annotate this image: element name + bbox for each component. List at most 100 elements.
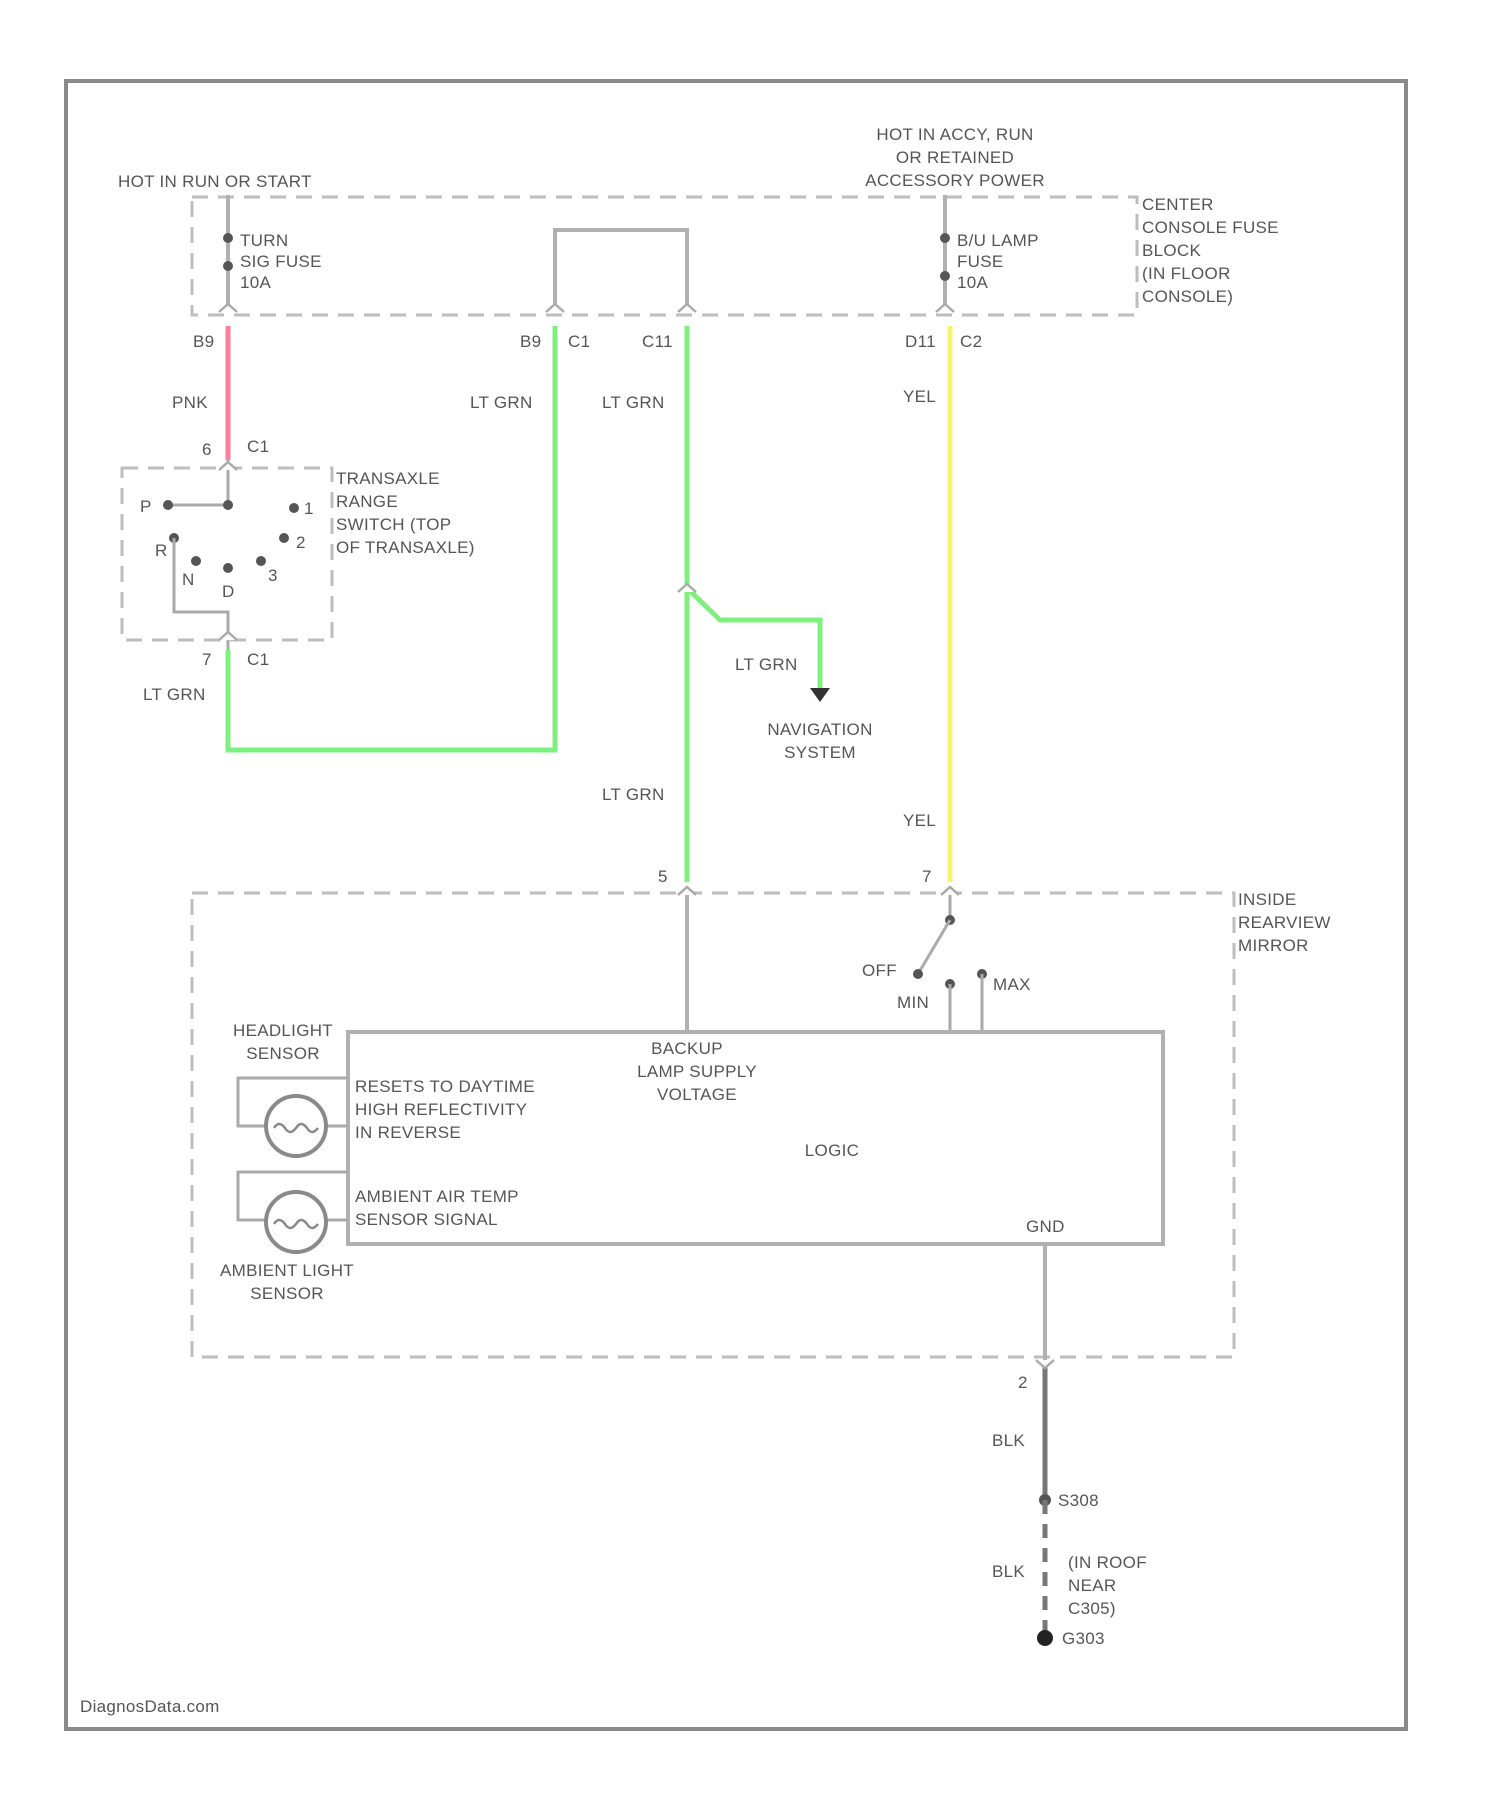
backup-voltage-3: VOLTAGE [657,1085,737,1104]
tr-conn-top: C1 [247,437,269,456]
ground-location-2: NEAR [1068,1576,1116,1595]
connector-mirror-7-marker [941,887,959,895]
switch-min-label: MIN [897,993,929,1012]
tr-2 [279,533,289,543]
tr-pos-n: N [182,570,195,589]
conn-c2: C2 [960,332,982,351]
tr-pos-p: P [140,497,152,516]
fuse-block-label-3: BLOCK [1142,241,1201,260]
fuse-turn-bottom [223,261,233,271]
backup-voltage-2: LAMP SUPPLY [637,1062,757,1081]
tr-pos-3: 3 [268,566,278,585]
tr-conn-bottom: C1 [247,650,269,669]
wire-lt-grn-nav [687,588,820,690]
fuse-turn-label-2: SIG FUSE [240,252,322,271]
power-label-run-start: HOT IN RUN OR START [118,172,312,191]
mirror-pin-5: 5 [658,867,668,886]
nav-arrow-icon [810,688,830,702]
ambient-light-label-2: SENSOR [250,1284,324,1303]
wire-lt-grn-label-2: LT GRN [470,393,533,412]
mirror-pin-2: 2 [1018,1373,1028,1392]
wire-yel-label-1: YEL [903,387,936,406]
power-label-accy-1: HOT IN ACCY, RUN [876,125,1033,144]
wire-blk-label-2: BLK [992,1562,1025,1581]
connector-d11-marker [936,304,954,312]
wire-lt-grn-label-4: LT GRN [735,655,798,674]
mirror-label-3: MIRROR [1238,936,1309,955]
pin-b9-mid: B9 [520,332,541,351]
mirror-label-1: INSIDE [1238,890,1296,909]
ambient-air-text-2: SENSOR SIGNAL [355,1210,498,1229]
connector-c11-marker [678,304,696,312]
wire-blk-label-1: BLK [992,1431,1025,1450]
conn-c1: C1 [568,332,590,351]
gnd-label: GND [1026,1217,1065,1236]
tr-r-line [174,538,228,650]
tr-label-4: OF TRANSAXLE) [336,538,475,557]
ambient-air-text-1: AMBIENT AIR TEMP [355,1187,519,1206]
ambient-light-label-1: AMBIENT LIGHT [220,1261,354,1280]
watermark: DiagnosData.com [80,1697,220,1716]
ground-label: G303 [1062,1629,1105,1648]
tr-n [191,556,201,566]
tr-3 [256,556,266,566]
tr-label-1: TRANSAXLE [336,469,440,488]
power-label-accy-3: ACCESSORY POWER [865,171,1045,190]
connector-mirror-5-marker [678,887,696,895]
splice-label: S308 [1058,1491,1099,1510]
fuse-bu-bottom [940,271,950,281]
fuse-bu-label-2: FUSE [957,252,1004,271]
headlight-sensor-label-1: HEADLIGHT [233,1021,333,1040]
logic-label: LOGIC [805,1141,859,1160]
fuse-turn-label-3: 10A [240,273,272,292]
ground-location-3: C305) [1068,1599,1116,1618]
connector-tr-top-marker [219,462,237,470]
tr-p [163,500,173,510]
switch-blade [918,920,950,974]
fuse-block-label-1: CENTER [1142,195,1214,214]
fuse-bu-label-3: 10A [957,273,989,292]
tr-1 [289,503,299,513]
pin-d11: D11 [905,332,936,351]
mirror-label-2: REARVIEW [1238,913,1331,932]
diagram-frame [66,81,1406,1729]
headlight-sensor-label-2: SENSOR [246,1044,320,1063]
fuse-turn-label-1: TURN [240,231,288,250]
fuse-bu-label-1: B/U LAMP [957,231,1039,250]
fuse-turn-top [223,233,233,243]
switch-off-label: OFF [862,961,897,980]
wire-lt-grn-label-5: LT GRN [602,785,665,804]
resets-text-2: HIGH REFLECTIVITY [355,1100,527,1119]
nav-label-2: SYSTEM [784,743,856,762]
connector-mirror-2-marker [1036,1360,1054,1368]
switch-off [913,969,923,979]
power-label-accy-2: OR RETAINED [896,148,1014,167]
tr-pos-2: 2 [296,533,306,552]
nav-label-1: NAVIGATION [767,720,872,739]
connector-b9-left-marker [219,304,237,312]
pin-b9-left: B9 [193,332,214,351]
connector-markers [219,304,1054,1368]
connector-nav-splice-marker [678,584,696,592]
fuse-bu-top [940,233,950,243]
fuse-block-label-5: CONSOLE) [1142,287,1233,306]
tr-pos-d: D [222,582,235,601]
tr-d [223,563,233,573]
wire-pnk-label: PNK [172,393,208,412]
fuse-block-label-4: (IN FLOOR [1142,264,1231,283]
mirror-pin-7: 7 [922,867,932,886]
wire-yel-label-2: YEL [903,811,936,830]
resets-text-3: IN REVERSE [355,1123,461,1142]
tr-pos-1: 1 [304,499,314,518]
wire-lt-grn-label-3: LT GRN [602,393,665,412]
tr-common [223,500,233,510]
fuse-block-jumper [555,230,687,312]
tr-label-3: SWITCH (TOP [336,515,451,534]
tr-pos-r: R [155,541,168,560]
switch-max-label: MAX [993,975,1031,994]
tr-pin-top: 6 [202,440,212,459]
connector-tr-bottom-marker [219,632,237,640]
pin-c11: C11 [642,332,673,351]
fuse-block-label-2: CONSOLE FUSE [1142,218,1279,237]
